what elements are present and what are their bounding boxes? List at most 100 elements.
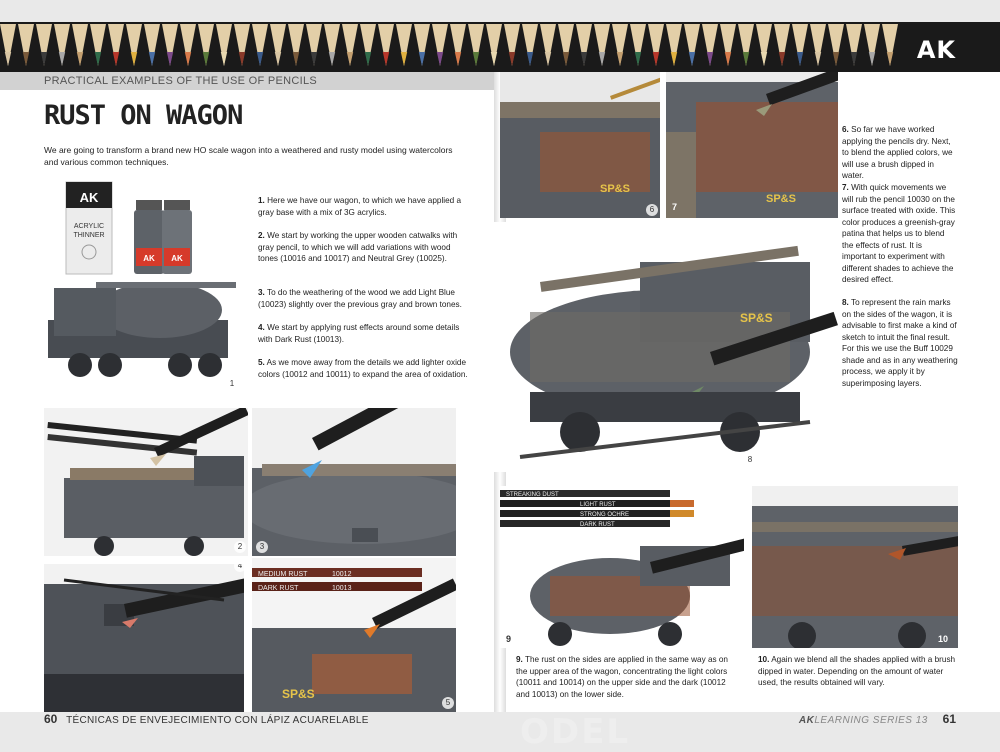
pencil-lead (40, 52, 48, 66)
pencil-lead (832, 52, 840, 66)
pencil-lead (616, 52, 624, 66)
page-number-left: 60 (44, 712, 58, 726)
pencil-tip (252, 24, 268, 66)
pencil-tip (306, 24, 322, 66)
footer-left: 60 Técnicas de envejecimiento con lápiz … (44, 712, 369, 726)
pencil-lead (850, 52, 858, 66)
photo-step-3: 3 (252, 408, 456, 556)
pencil-lead (238, 52, 246, 66)
step-3-text: 3. To do the weathering of the wood we a… (258, 288, 462, 309)
pencil-tip (468, 24, 484, 66)
pencil-lead (220, 52, 228, 66)
step-4-text: 4. We start by applying rust effects aro… (258, 323, 460, 344)
pencil-tip (810, 24, 826, 66)
step-6-text: 6. So far we have worked applying the pe… (842, 125, 953, 180)
step-1-text: 1. Here we have our wagon, to which we h… (258, 196, 462, 217)
pencil-tip (324, 24, 340, 66)
watermark-text: ODEL (520, 712, 631, 752)
pencil-lead (76, 52, 84, 66)
pencil-tip (738, 24, 754, 66)
pencil-tip (540, 24, 556, 66)
pencil-lead (94, 52, 102, 66)
pencil-lead (508, 52, 516, 66)
pencil-tip (396, 24, 412, 66)
pencil-lead (4, 52, 12, 66)
bottle-small-logo-2: AK (171, 254, 183, 263)
pencil-lead (58, 52, 66, 66)
pencil-lead (562, 52, 570, 66)
photo-step-8: SP&S 8 (490, 222, 838, 472)
photo-step-2: 2 (44, 408, 248, 556)
step-8-text: 8. To represent the rain marks on the si… (842, 298, 958, 388)
pencil-tip (144, 24, 160, 66)
pencil-lead (742, 52, 750, 66)
figure-number-1: 1 (226, 378, 238, 390)
pencil-tips-banner: AK (0, 22, 1000, 72)
pencil-tip (378, 24, 394, 66)
pencil-tip (72, 24, 88, 66)
page-number-right: 61 (942, 712, 956, 726)
pencil-code-medium-rust: 10012 (332, 571, 352, 578)
pencil-tip (360, 24, 376, 66)
pencil-lead (292, 52, 300, 66)
pencil-tip (216, 24, 232, 66)
pencil-tip (486, 24, 502, 66)
section-header: Practical examples of the use of pencils (0, 72, 494, 90)
pencil-tip (90, 24, 106, 66)
pencil-tip (234, 24, 250, 66)
pencil-tip (36, 24, 52, 66)
pencil-lead (688, 52, 696, 66)
pencil-lead (580, 52, 588, 66)
pencil-tip (450, 24, 466, 66)
wagon-marking-8: SP&S (740, 311, 773, 325)
footer-book-title: Técnicas de envejecimiento con lápiz acu… (66, 715, 369, 726)
pencil-lead (22, 52, 30, 66)
pencil-lead (166, 52, 174, 66)
pencil-tip (774, 24, 790, 66)
figure-number-6: 6 (646, 204, 658, 216)
photo-step-1: AK ACRYLIC THINNER AK AK (40, 180, 240, 390)
figure-number-7: 7 (672, 202, 678, 212)
pencil-tip (720, 24, 736, 66)
pencil-label-dark-rust: DARK RUST (258, 585, 299, 592)
pencil-tips-graphic (0, 24, 898, 66)
step-7-text: 7. With quick movements we will rub the … (842, 183, 956, 284)
pencil-lead (706, 52, 714, 66)
pencil-lead (418, 52, 426, 66)
pencil-label-light-rust: LIGHT RUST (580, 502, 616, 508)
pencil-tip (666, 24, 682, 66)
pencil-lead (814, 52, 822, 66)
pencil-tip (576, 24, 592, 66)
pencil-tip (558, 24, 574, 66)
photo-step-5: MEDIUM RUST 10012 DARK RUST 10013 SP&S 5 (252, 558, 456, 712)
ak-logo: AK (916, 36, 956, 64)
pencil-lead (652, 52, 660, 66)
step-5-text: 5. As we move away from the details we a… (258, 358, 468, 379)
figure-number-2: 2 (234, 541, 246, 553)
pencil-lead (526, 52, 534, 66)
pencil-lead (184, 52, 192, 66)
pencil-tip (702, 24, 718, 66)
bottle-logo: AK (80, 190, 99, 205)
figure-number-4: 4 (234, 564, 244, 572)
photo-step-4: 4 (44, 564, 244, 712)
step-2-text: 2. We start by working the upper wooden … (258, 231, 458, 263)
pencil-lead (364, 52, 372, 66)
pencil-tip (108, 24, 124, 66)
wagon-marking-6: SP&S (600, 183, 630, 195)
pencil-lead (130, 52, 138, 66)
step-10-text: 10. Again we blend all the shades applie… (758, 655, 956, 687)
pencil-tip (0, 24, 16, 66)
intro-paragraph: We are going to transform a brand new HO… (44, 145, 453, 167)
pencil-tip (594, 24, 610, 66)
photo-step-10: 10 (752, 486, 958, 648)
pencil-lead (490, 52, 498, 66)
pencil-tip (864, 24, 880, 66)
pencil-tip (342, 24, 358, 66)
pencil-lead (274, 52, 282, 66)
bottle-label-acrylic: ACRYLIC (74, 223, 104, 230)
pencil-tip (54, 24, 70, 66)
pencil-lead (202, 52, 210, 66)
photo-step-6: SP&S 6 (500, 72, 660, 218)
pencil-tip (792, 24, 808, 66)
